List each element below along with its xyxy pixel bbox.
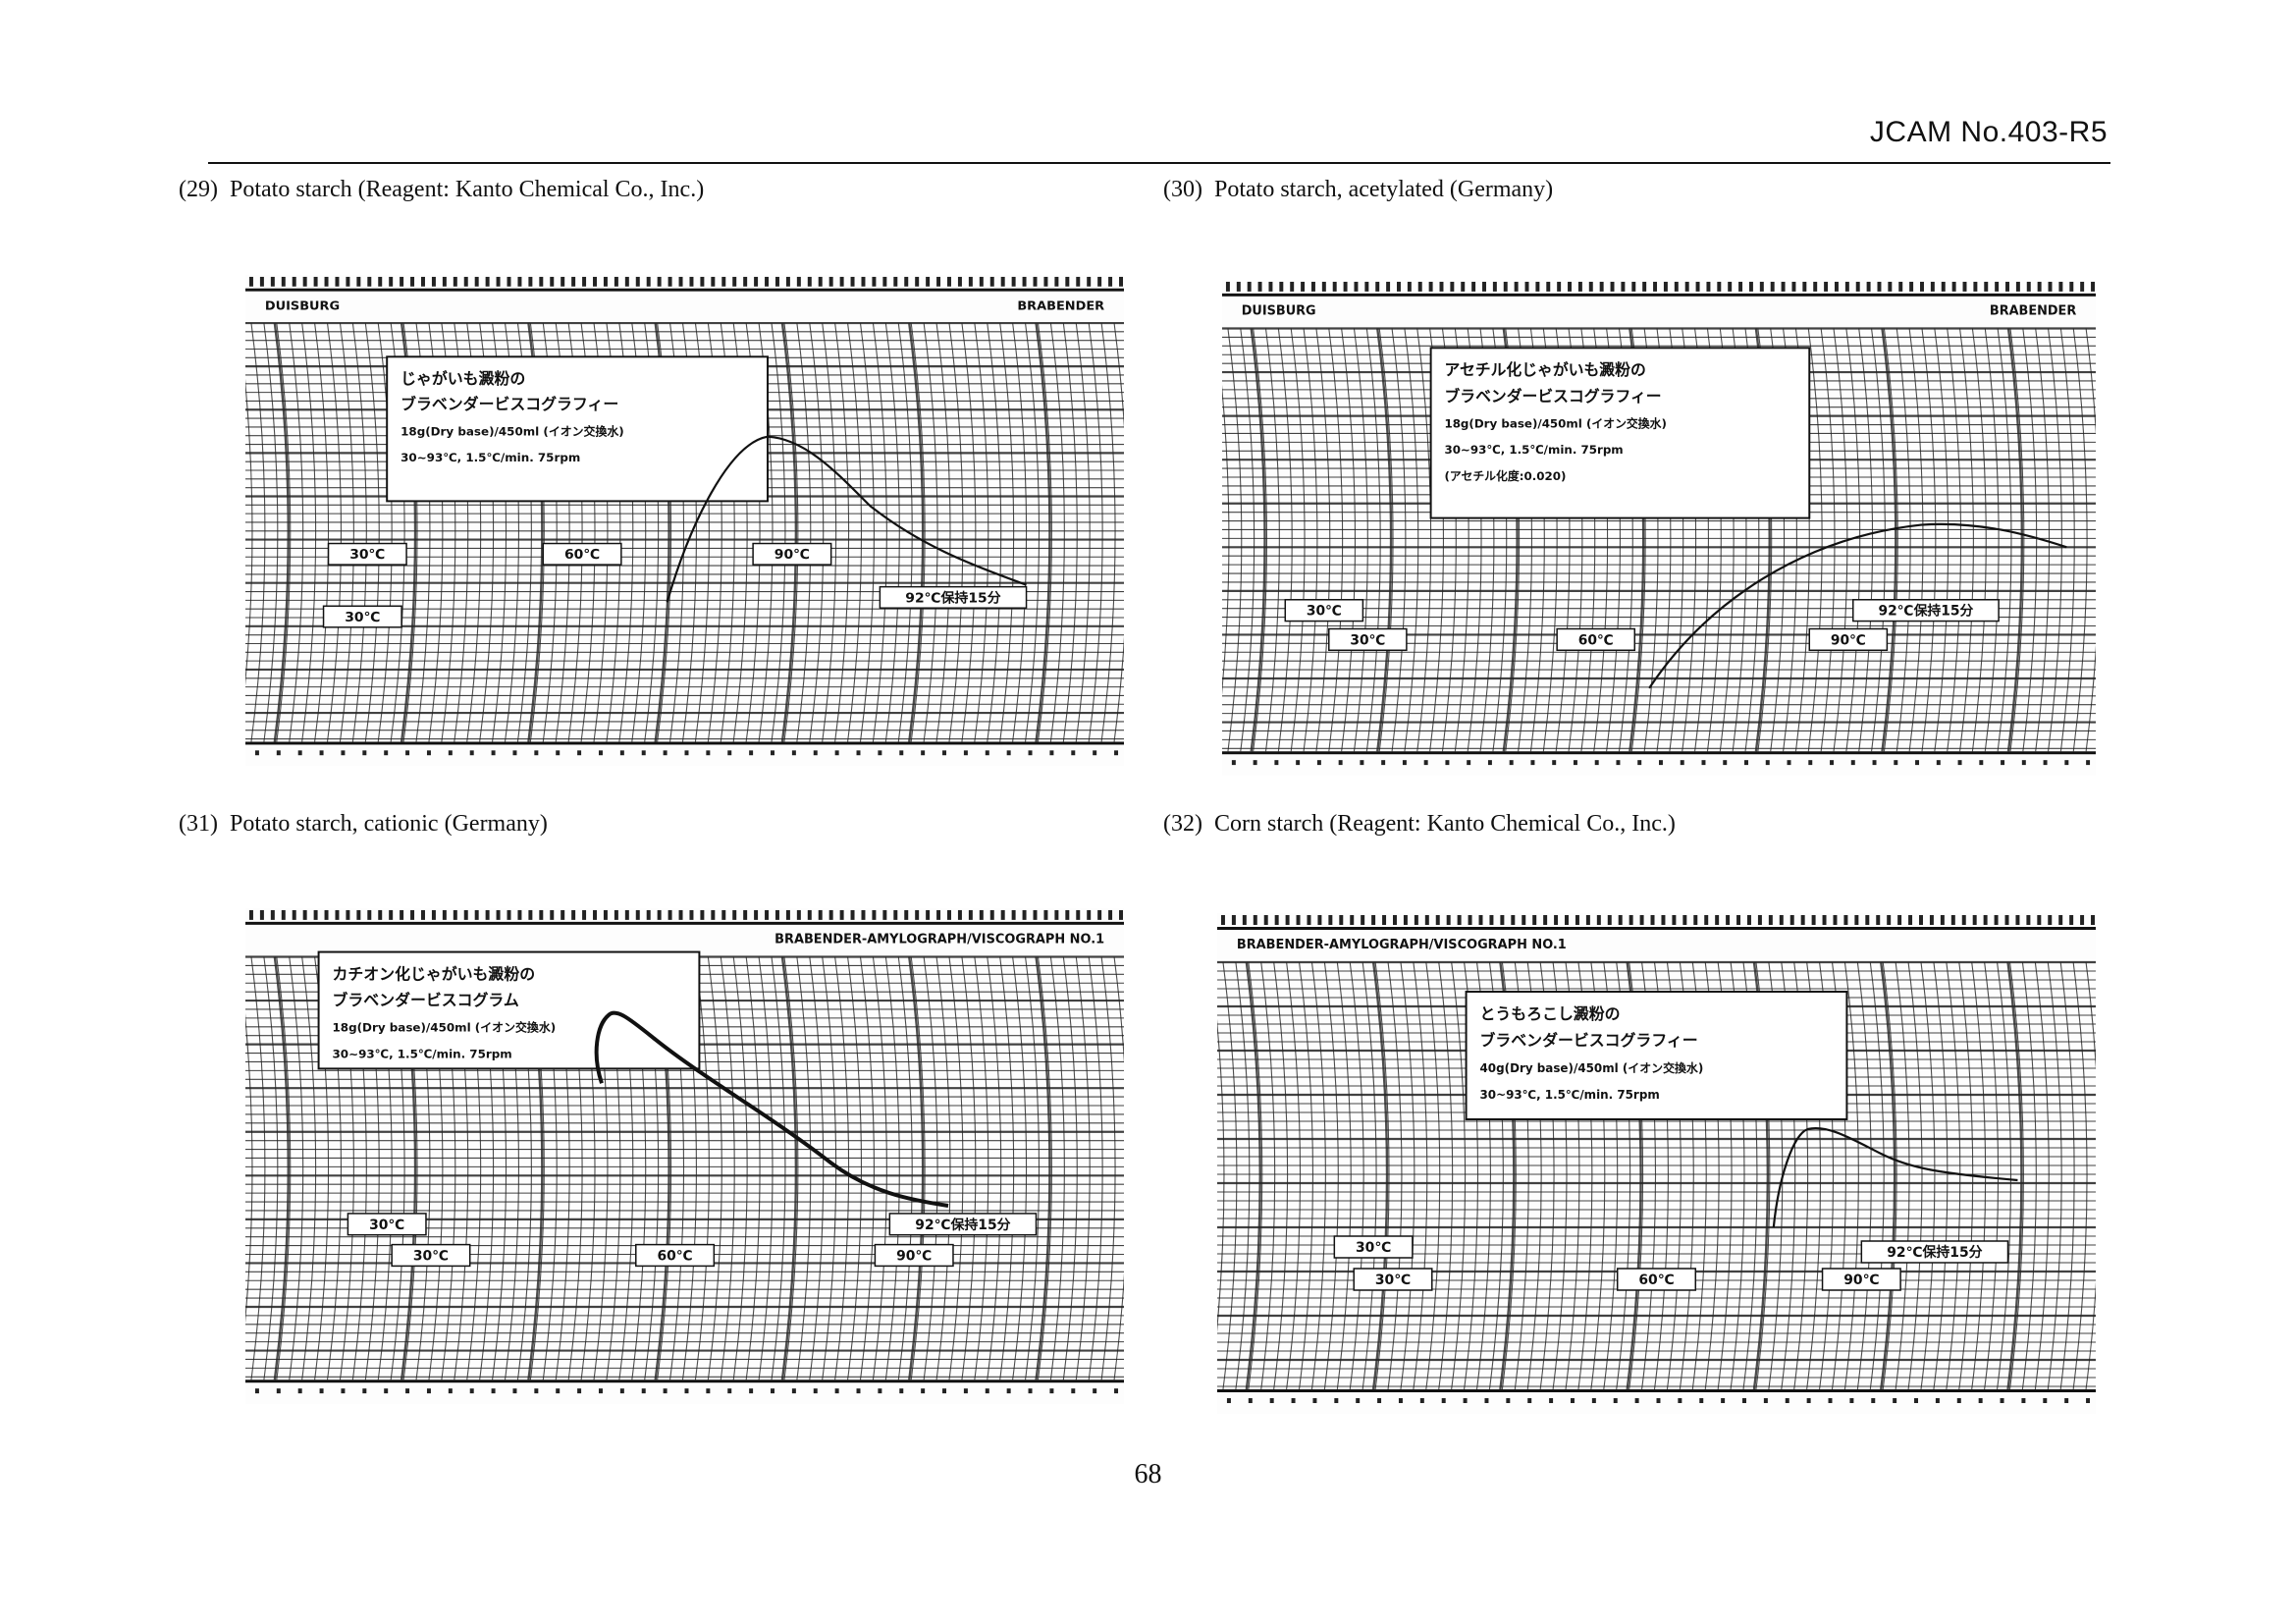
figure-number: (30) bbox=[1163, 177, 1202, 202]
svg-text:60℃: 60℃ bbox=[1578, 632, 1614, 648]
temperature-label: 30℃ bbox=[1328, 627, 1408, 652]
chart-info-line: ブラベンダービスコグラフィー bbox=[400, 395, 618, 413]
temperature-label: 90℃ bbox=[1821, 1268, 1901, 1291]
svg-text:30℃: 30℃ bbox=[1307, 604, 1342, 620]
svg-text:90℃: 90℃ bbox=[896, 1248, 932, 1264]
temperature-label: 60℃ bbox=[635, 1243, 716, 1268]
figure-32-caption: (32) Corn starch (Reagent: Kanto Chemical… bbox=[1163, 811, 1676, 838]
temperature-label: 60℃ bbox=[1616, 1268, 1697, 1291]
figure-31-viscogram: BRABENDER-AMYLOGRAPH/VISCOGRAPH NO.1 カチオン… bbox=[245, 908, 1124, 1404]
chart-info-line: 40g(Dry base)/450ml (イオン交換水) bbox=[1480, 1060, 1704, 1075]
svg-text:30℃: 30℃ bbox=[369, 1218, 404, 1233]
temperature-label: 30℃ bbox=[347, 1213, 427, 1236]
header-rule bbox=[208, 162, 2110, 164]
chart-info-line: 30~93℃, 1.5℃/min. 75rpm bbox=[333, 1048, 512, 1061]
svg-text:90℃: 90℃ bbox=[1831, 632, 1866, 648]
chart-info-line: 18g(Dry base)/450ml (イオン交換水) bbox=[400, 425, 624, 439]
chart-header-left: DUISBURG bbox=[1242, 304, 1316, 319]
temperature-label: 30℃ bbox=[327, 542, 407, 566]
svg-text:30℃: 30℃ bbox=[1350, 632, 1385, 648]
svg-text:60℃: 60℃ bbox=[657, 1248, 692, 1264]
temperature-label: 92℃保持15分 bbox=[879, 585, 1028, 609]
temperature-label: 90℃ bbox=[1808, 627, 1889, 652]
chart-info-line: ブラベンダービスコグラフィー bbox=[1444, 387, 1661, 406]
viscosity-curve bbox=[666, 435, 1027, 603]
svg-text:92℃保持15分: 92℃保持15分 bbox=[915, 1217, 1010, 1233]
chart-info-line: 18g(Dry base)/450ml (イオン交換水) bbox=[333, 1021, 557, 1035]
temperature-label: 30℃ bbox=[1284, 599, 1364, 623]
temperature-label: 60℃ bbox=[1556, 627, 1636, 652]
figure-30-viscogram: DUISBURG BRABENDER アセチル化じゃがいも澱粉のブラベンダービスコグ… bbox=[1222, 280, 2096, 776]
viscosity-curve bbox=[1772, 1126, 2018, 1228]
temperature-label: 90℃ bbox=[874, 1243, 954, 1268]
chart-info-line: カチオン化じゃがいも澱粉の bbox=[333, 964, 536, 983]
temperature-label: 90℃ bbox=[752, 542, 832, 566]
temperature-label: 30℃ bbox=[322, 605, 402, 628]
caption-text: Potato starch, acetylated (Germany) bbox=[1213, 177, 1554, 202]
caption-text: Potato starch, cationic (Germany) bbox=[229, 811, 548, 837]
svg-text:30℃: 30℃ bbox=[1375, 1272, 1411, 1288]
viscosity-curve bbox=[594, 1010, 949, 1208]
figure-32-viscogram: BRABENDER-AMYLOGRAPH/VISCOGRAPH NO.1 とうもろ… bbox=[1217, 913, 2096, 1414]
page-number: 68 bbox=[1134, 1459, 1162, 1489]
chart-header-right: BRABENDER bbox=[1017, 298, 1104, 313]
chart-header-right: BRABENDER-AMYLOGRAPH/VISCOGRAPH NO.1 bbox=[774, 933, 1104, 947]
svg-text:30℃: 30℃ bbox=[413, 1248, 449, 1264]
figure-number: (29) bbox=[179, 177, 218, 202]
figure-number: (32) bbox=[1163, 811, 1202, 837]
chart-header-right: BRABENDER bbox=[1990, 304, 2076, 319]
temperature-label: 92℃保持15分 bbox=[1860, 1240, 2009, 1264]
svg-text:92℃保持15分: 92℃保持15分 bbox=[1879, 603, 1974, 620]
svg-text:90℃: 90℃ bbox=[1843, 1272, 1879, 1288]
temperature-label: 60℃ bbox=[542, 542, 622, 566]
chart-header-left: DUISBURG bbox=[265, 298, 340, 313]
figure-31-caption: (31) Potato starch, cationic (Germany) bbox=[179, 811, 548, 838]
svg-text:90℃: 90℃ bbox=[774, 547, 810, 563]
svg-text:60℃: 60℃ bbox=[564, 547, 600, 563]
chart-info-line: (アセチル化度:0.020) bbox=[1444, 469, 1566, 483]
svg-text:30℃: 30℃ bbox=[345, 610, 380, 625]
caption-text: Corn starch (Reagent: Kanto Chemical Co.… bbox=[1213, 811, 1676, 837]
svg-text:30℃: 30℃ bbox=[349, 547, 385, 563]
svg-text:92℃保持15分: 92℃保持15分 bbox=[905, 589, 1000, 606]
temperature-label: 30℃ bbox=[1333, 1235, 1414, 1259]
figure-number: (31) bbox=[179, 811, 218, 837]
chart-info-line: ブラベンダービスコグラム bbox=[333, 991, 519, 1009]
temperature-label: 92℃保持15分 bbox=[1852, 599, 2000, 623]
chart-info-line: 18g(Dry base)/450ml (イオン交換水) bbox=[1444, 417, 1666, 431]
figure-29-viscogram: DUISBURG BRABENDER じゃがいも澱粉のブラベンダービスコグラフィー 1… bbox=[245, 275, 1124, 766]
chart-info-line: とうもろこし澱粉の bbox=[1480, 1004, 1621, 1023]
svg-text:92℃保持15分: 92℃保持15分 bbox=[1887, 1244, 1982, 1261]
chart-info-line: 30~93℃, 1.5℃/min. 75rpm bbox=[1480, 1088, 1660, 1102]
viscosity-curve bbox=[1648, 522, 2067, 689]
chart-info-line: じゃがいも澱粉の bbox=[400, 369, 525, 388]
svg-text:60℃: 60℃ bbox=[1638, 1272, 1674, 1288]
document-code: JCAM No.403-R5 bbox=[1869, 116, 2108, 148]
caption-text: Potato starch (Reagent: Kanto Chemical C… bbox=[229, 177, 705, 202]
chart-info-line: 30~93℃, 1.5℃/min. 75rpm bbox=[1444, 443, 1623, 457]
temperature-label: 92℃保持15分 bbox=[888, 1213, 1038, 1236]
chart-header-left: BRABENDER-AMYLOGRAPH/VISCOGRAPH NO.1 bbox=[1237, 938, 1567, 952]
chart-info-line: 30~93℃, 1.5℃/min. 75rpm bbox=[400, 451, 580, 464]
temperature-label: 30℃ bbox=[1353, 1268, 1433, 1291]
svg-text:30℃: 30℃ bbox=[1356, 1240, 1391, 1256]
chart-info-line: アセチル化じゃがいも澱粉の bbox=[1444, 360, 1645, 379]
figure-30-caption: (30) Potato starch, acetylated (Germany) bbox=[1163, 177, 1553, 203]
figure-29-caption: (29) Potato starch (Reagent: Kanto Chemic… bbox=[179, 177, 704, 203]
temperature-label: 30℃ bbox=[391, 1243, 471, 1268]
chart-info-line: ブラベンダービスコグラフィー bbox=[1480, 1031, 1698, 1050]
